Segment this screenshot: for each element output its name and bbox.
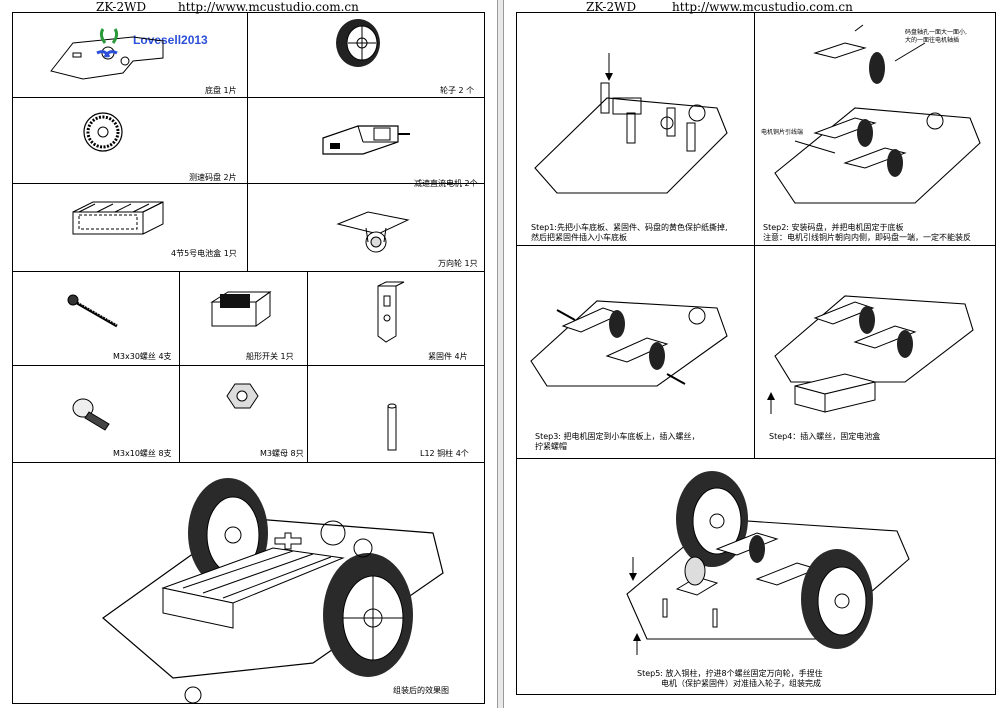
part-label: 紧固件 4片 xyxy=(428,352,468,361)
part-cell-wheel: 轮子 2 个 xyxy=(248,13,484,98)
step4-text: Step4：插入螺丝，固定电池盒 xyxy=(769,432,880,442)
part-label: M3x30螺丝 4支 xyxy=(113,352,172,361)
page-gutter xyxy=(497,0,504,708)
step2-illustration xyxy=(774,24,981,204)
part-cell-standoff: L12 铜柱 4个 xyxy=(308,366,484,463)
step2-callout: 电机铜片引线端 xyxy=(761,129,804,136)
step2-line1: Step2: 安装码盘，并把电机固定于底板 xyxy=(763,223,904,232)
part-cell-chassis: Lovesell2013 底盘 1片 xyxy=(13,13,248,98)
hex-nut-icon xyxy=(226,383,259,409)
step1-line1: Step1:先把小车底板、紧固件、码盘的黄色保护纸撕掉, xyxy=(531,223,728,232)
part-label: 4节5号电池盒 1只 xyxy=(171,249,237,258)
part-label: M3x10螺丝 8支 xyxy=(113,449,172,458)
part-label: L12 铜柱 4个 xyxy=(420,449,469,458)
step5-illustration xyxy=(626,471,910,655)
step2-line2: 注意：电机引线铜片朝向内侧，即码盘一端，一定不能装反 xyxy=(763,233,971,242)
parts-list-page: ZK-2WD http://www.mcustudio.com.cn Loves… xyxy=(0,0,497,708)
step1-cell: Step1:先把小车底板、紧固件、码盘的黄色保护纸撕掉, 然后把紧固件插入小车底… xyxy=(517,13,755,246)
part-cell-caster: 万向轮 1只 xyxy=(248,184,484,272)
step5-line1: Step5: 放入铜柱，拧进8个螺丝固定万向轮，手捏住 xyxy=(637,669,823,678)
part-cell-battery-box: 4节5号电池盒 1只 xyxy=(13,184,248,272)
model-header: ZK-2WD xyxy=(96,0,147,14)
step5-cell: Step5: 放入铜柱，拧进8个螺丝固定万向轮，手捏住 电机（保护紧固件）对准插… xyxy=(517,459,995,694)
part-label: 减速直流电机 2个 xyxy=(414,179,478,188)
long-screw-icon xyxy=(67,294,118,328)
watermark-text: Lovesell2013 xyxy=(133,33,208,47)
part-label: 船形开关 1只 xyxy=(246,352,294,361)
part-cell-m3x30-screw: M3x30螺丝 4支 xyxy=(13,272,180,366)
part-cell-m3x10-screw: M3x10螺丝 8支 xyxy=(13,366,180,463)
step4-cell: Step4：插入螺丝，固定电池盒 xyxy=(755,246,995,459)
step1-text: Step1:先把小车底板、紧固件、码盘的黄色保护纸撕掉, 然后把紧固件插入小车底… xyxy=(531,223,728,243)
url-header: http://www.mcustudio.com.cn xyxy=(672,0,853,14)
part-label: 万向轮 1只 xyxy=(438,259,478,268)
parts-grid: Lovesell2013 底盘 1片 轮子 2 个 xyxy=(12,12,485,704)
step3-text: Step3: 把电机固定到小车底板上，插入螺丝， 拧紧螺帽 xyxy=(535,432,700,452)
assembled-view-cell: 组装后的效果图 xyxy=(13,463,484,704)
part-cell-fastener: 紧固件 4片 xyxy=(308,272,484,366)
encoder-disc-icon xyxy=(83,112,123,152)
step3-illustration xyxy=(530,300,728,387)
step2-note-line2: 大的一面往电机轴插 xyxy=(905,37,960,44)
step4-line1: Step4：插入螺丝，固定电池盒 xyxy=(769,432,881,441)
part-label: 轮子 2 个 xyxy=(440,86,475,95)
step2-note-line1: 码盘轴孔一面大一面小, xyxy=(905,29,967,36)
step2-text: Step2: 安装码盘，并把电机固定于底板 注意：电机引线铜片朝向内侧，即码盘一… xyxy=(763,223,971,243)
step2-cell: 码盘轴孔一面大一面小, 大的一面往电机轴插 电机铜片引线端 Step2: 安装码… xyxy=(755,13,995,246)
caster-wheel-icon xyxy=(336,211,410,253)
step5-text: Step5: 放入铜柱，拧进8个螺丝固定万向轮，手捏住 电机（保护紧固件）对准插… xyxy=(637,669,823,689)
fastener-bracket-icon xyxy=(377,281,405,343)
model-header: ZK-2WD xyxy=(586,0,637,14)
url-header: http://www.mcustudio.com.cn xyxy=(178,0,359,14)
part-label: M3螺母 8只 xyxy=(260,449,304,458)
part-label: 测速码盘 2片 xyxy=(189,173,237,182)
wheel-icon xyxy=(336,19,380,67)
part-cell-nut: M3螺母 8只 xyxy=(180,366,308,463)
step3-cell: Step3: 把电机固定到小车底板上，插入螺丝， 拧紧螺帽 xyxy=(517,246,755,459)
part-cell-motor: 减速直流电机 2个 xyxy=(248,98,484,188)
step4-illustration xyxy=(767,295,974,414)
step3-line1: Step3: 把电机固定到小车底板上，插入螺丝， xyxy=(535,432,700,441)
step1-line2: 然后把紧固件插入小车底板 xyxy=(531,233,627,242)
chassis-plate-icon xyxy=(50,28,164,80)
step3-line2: 拧紧螺帽 xyxy=(535,442,567,451)
part-label: 底盘 1片 xyxy=(205,86,237,95)
step1-illustration xyxy=(534,53,728,194)
steps-grid: Step1:先把小车底板、紧固件、码盘的黄色保护纸撕掉, 然后把紧固件插入小车底… xyxy=(516,12,996,695)
step5-line2: 电机（保护紧固件）对准插入轮子，组装完成 xyxy=(661,679,821,688)
part-cell-rocker-switch: 船形开关 1只 xyxy=(180,272,308,366)
rocker-switch-icon xyxy=(210,291,272,327)
part-cell-encoder-disc: 测速码盘 2片 xyxy=(13,98,248,184)
gear-motor-icon xyxy=(322,125,410,155)
short-screw-icon xyxy=(72,398,110,431)
assembly-steps-page: ZK-2WD http://www.mcustudio.com.cn Step1… xyxy=(504,0,1000,708)
assembled-label: 组装后的效果图 xyxy=(393,686,449,695)
copper-standoff-icon xyxy=(387,403,397,451)
assembled-car-illustration xyxy=(102,478,444,704)
battery-box-icon xyxy=(72,201,164,235)
